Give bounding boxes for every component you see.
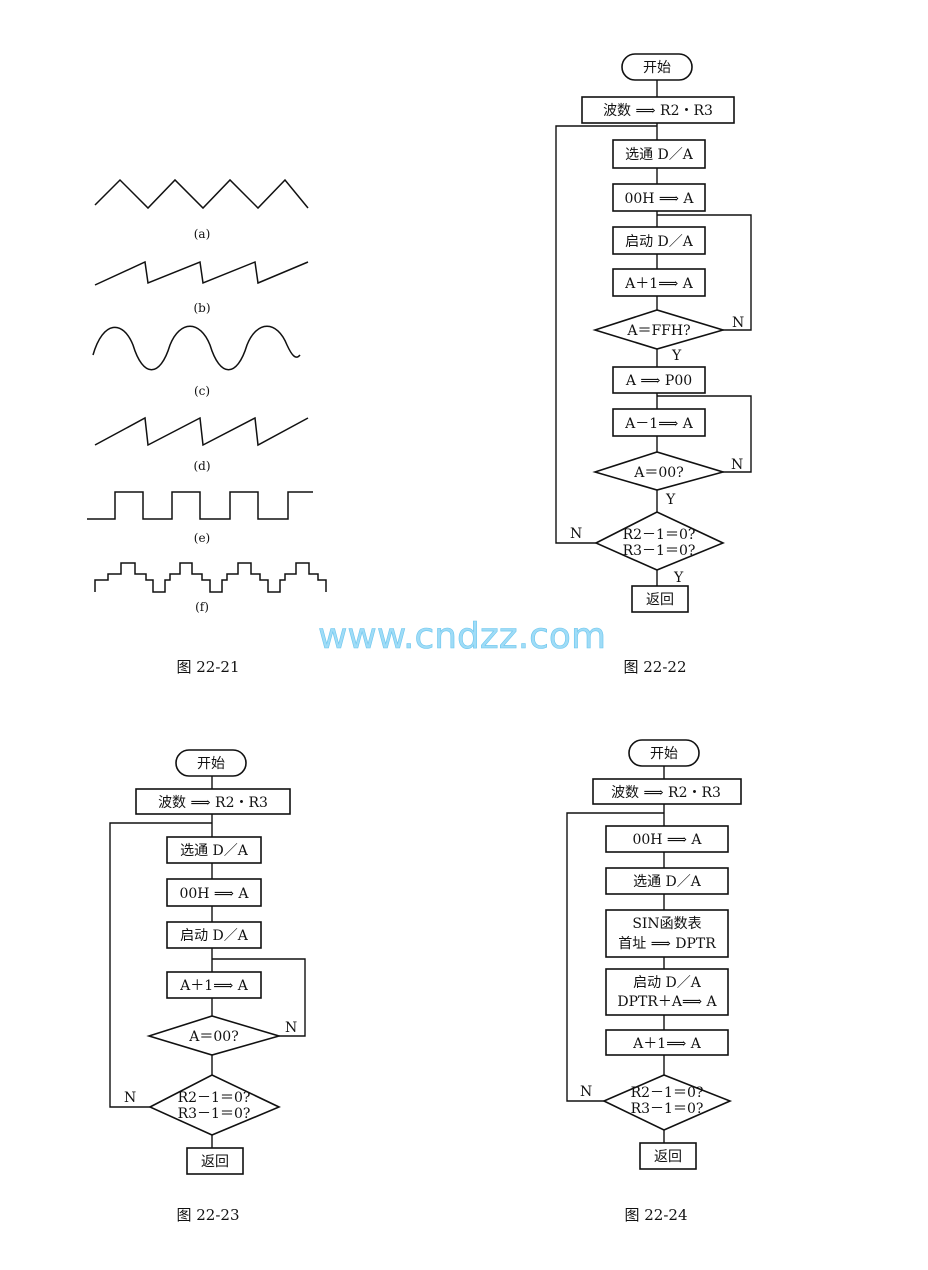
check-00-label: A＝00? [633, 465, 683, 481]
inc-a-label: A＋1⟹ A [632, 1036, 702, 1052]
check-r-diamond [148, 1074, 281, 1136]
label-d: (d) [193, 459, 210, 473]
caption-22-21: 图 22-21 [176, 658, 239, 676]
figure-22-24: 开始 波数 ⟹ R2・R3 00H ⟹ A 选通 D／A SIN函数表 首址 ⟹… [566, 739, 742, 1224]
check-ffh-label: A＝FFH? [626, 323, 690, 339]
check-r-label-2: R3－1＝0? [178, 1106, 251, 1122]
check-r-label-1: R2－1＝0? [631, 1085, 704, 1101]
start-da-label: 启动 D／A [180, 928, 249, 944]
dec-a-box [612, 408, 706, 437]
start-da-box [605, 968, 729, 1016]
start-da-label-1: 启动 D／A [633, 975, 702, 991]
out-p00-label: A ⟹ P00 [625, 373, 692, 389]
inc-a-box [605, 1029, 729, 1056]
caption-22-23: 图 22-23 [176, 1206, 239, 1224]
select-da-box [605, 867, 729, 895]
sin-table-box [605, 909, 729, 958]
out-p00-box [612, 366, 706, 394]
zero-a-label: 00H ⟹ A [624, 191, 694, 207]
set-count-box [135, 788, 291, 815]
select-da-label: 选通 D／A [633, 874, 702, 890]
square-wave [87, 491, 313, 520]
zero-a-box [605, 825, 729, 853]
return-label: 返回 [201, 1154, 229, 1170]
check-00-no-label: N [285, 1020, 297, 1036]
set-count-label: 波数 ⟹ R2・R3 [611, 785, 721, 801]
zero-a-label: 00H ⟹ A [179, 886, 249, 902]
start-da-box [612, 226, 706, 255]
set-count-box [592, 778, 742, 805]
staircase-wave [94, 562, 327, 593]
select-da-label: 选通 D／A [180, 843, 249, 859]
check-r-no-label: N [570, 526, 582, 542]
dec-a-label: A－1⟹ A [624, 416, 694, 432]
ffh-yes-label: Y [671, 348, 682, 364]
return-box [631, 585, 689, 613]
label-a: (a) [194, 227, 211, 241]
check-00-diamond [146, 1015, 282, 1056]
return-label: 返回 [646, 592, 674, 608]
caption-22-24: 图 22-24 [624, 1206, 687, 1224]
start-label: 开始 [650, 746, 678, 762]
inc-a-label: A＋1⟹ A [179, 978, 249, 994]
check-00-no-label: N [731, 457, 743, 473]
select-da-box [166, 836, 262, 864]
ffh-no-label: N [732, 315, 744, 331]
triangle-wave [94, 178, 309, 210]
check-r-diamond [602, 1074, 733, 1131]
figure-22-23: 开始 波数 ⟹ R2・R3 选通 D／A 00H ⟹ A 启动 D／A A＋1⟹… [109, 749, 306, 1224]
set-count-box [581, 96, 735, 124]
zero-a-box [612, 183, 706, 212]
return-box [639, 1142, 697, 1170]
check-00-yes-label: Y [665, 492, 676, 508]
start-da-label-2: DPTR＋A⟹ A [617, 994, 717, 1010]
start-label: 开始 [643, 60, 671, 76]
check-r-label-2: R3－1＝0? [623, 543, 696, 559]
return-label: 返回 [654, 1149, 682, 1165]
figure-22-21: (a) (b) (c) (d) (e) (f) 图 22-21 [87, 178, 327, 676]
check-r-label-1: R2－1＝0? [178, 1090, 251, 1106]
check-r-diamond [594, 511, 725, 571]
label-e: (e) [194, 531, 210, 545]
sawtooth-wave-descending [94, 260, 309, 286]
label-b: (b) [193, 301, 210, 315]
select-da-box [612, 139, 706, 169]
return-box [186, 1147, 244, 1175]
set-count-label: 波数 ⟹ R2・R3 [158, 795, 268, 811]
check-00-label: A＝00? [188, 1029, 238, 1045]
figure-22-22: 开始 波数 ⟹ R2・R3 选通 D／A 00H ⟹ A 启动 D／A A＋1⟹… [555, 53, 752, 676]
check-r-no-label: N [124, 1090, 136, 1106]
set-count-label: 波数 ⟹ R2・R3 [603, 103, 713, 119]
check-00-diamond [592, 451, 726, 491]
check-r-no-label: N [580, 1084, 592, 1100]
start-da-label: 启动 D／A [625, 234, 694, 250]
start-label: 开始 [197, 756, 225, 772]
zero-a-label: 00H ⟹ A [632, 832, 702, 848]
check-r-label-1: R2－1＝0? [623, 527, 696, 543]
watermark: www.cndzz.com [318, 616, 606, 657]
caption-22-22: 图 22-22 [623, 658, 686, 676]
start-node [175, 749, 247, 777]
check-r-label-2: R3－1＝0? [631, 1101, 704, 1117]
check-ffh-diamond [592, 309, 726, 350]
start-node [621, 53, 693, 81]
select-da-label: 选通 D／A [625, 147, 694, 163]
label-c: (c) [194, 384, 210, 398]
sin-table-label-2: 首址 ⟹ DPTR [618, 936, 716, 952]
inc-a-label: A＋1⟹ A [624, 276, 694, 292]
zero-a-box [166, 878, 262, 907]
inc-a-box [612, 268, 706, 297]
start-da-box [166, 921, 262, 949]
sine-wave [92, 325, 301, 371]
sin-table-label-1: SIN函数表 [632, 916, 701, 932]
sawtooth-wave-ascending [94, 416, 309, 447]
inc-a-box [166, 971, 262, 999]
check-r-yes-label: Y [673, 570, 684, 586]
label-f: (f) [195, 600, 209, 614]
start-node [628, 739, 700, 767]
